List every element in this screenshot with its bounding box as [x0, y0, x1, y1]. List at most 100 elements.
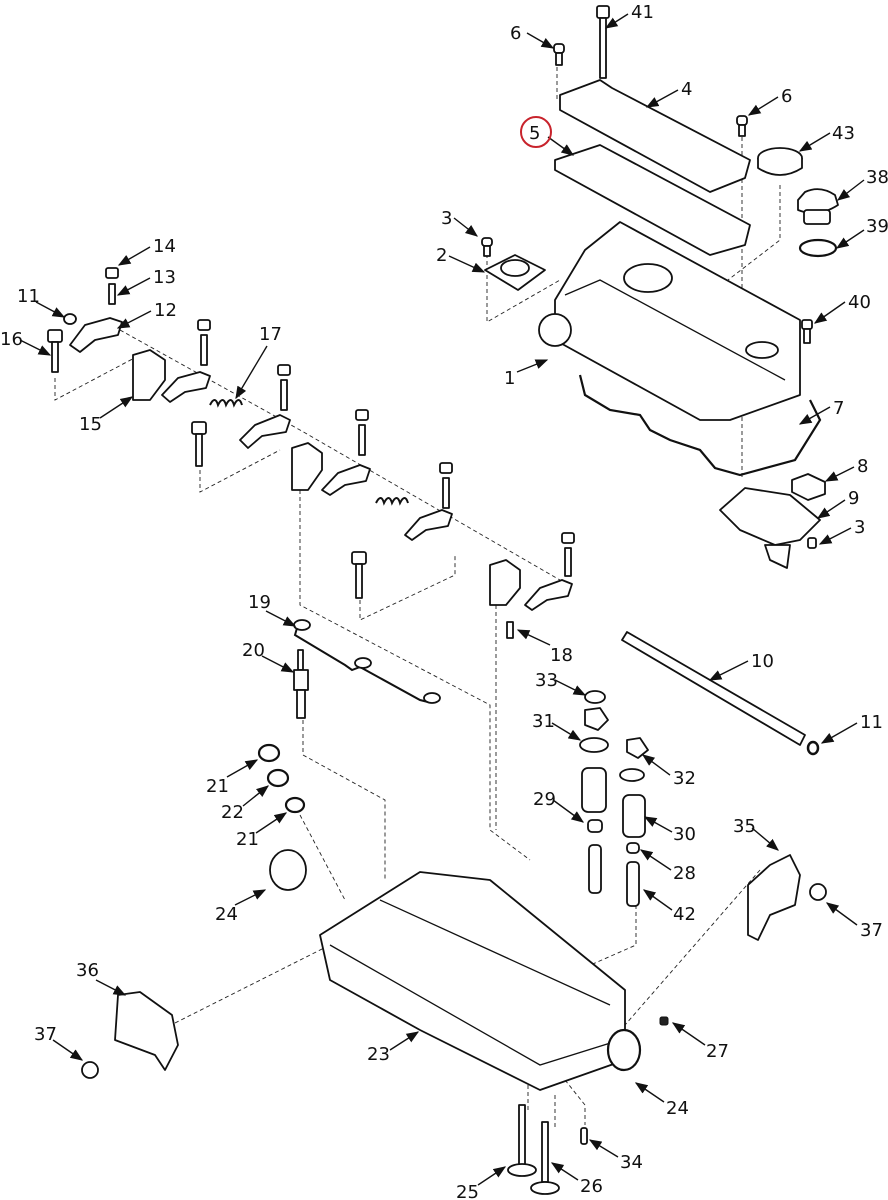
callout-21[interactable]: 21	[206, 776, 229, 797]
leader-c24a	[234, 889, 267, 906]
callout-3[interactable]: 3	[441, 208, 452, 229]
screw-6-right	[736, 115, 748, 137]
callout-11[interactable]: 11	[17, 286, 40, 307]
callout-22[interactable]: 22	[221, 802, 244, 823]
leader-lines	[19, 13, 865, 1186]
o-ring-39	[798, 238, 838, 258]
callout-27[interactable]: 27	[706, 1041, 729, 1062]
valve-cover-parts	[481, 5, 839, 569]
callout-17[interactable]: 17	[259, 324, 282, 345]
leader-c19	[265, 610, 297, 627]
callout-9[interactable]: 9	[848, 488, 859, 509]
callout-3[interactable]: 3	[854, 517, 865, 538]
callout-40[interactable]: 40	[848, 292, 871, 313]
callout-34[interactable]: 34	[620, 1152, 643, 1173]
cap-43	[757, 147, 803, 176]
breather-2	[484, 254, 546, 291]
leader-c43	[798, 132, 831, 152]
bolt-41	[596, 5, 610, 79]
leader-c2	[448, 255, 486, 273]
pad-8	[791, 473, 826, 501]
callout-25[interactable]: 25	[456, 1182, 479, 1200]
leader-c8	[824, 466, 855, 482]
callout-26[interactable]: 26	[580, 1176, 603, 1197]
callout-23[interactable]: 23	[367, 1044, 390, 1065]
leader-c23	[389, 1031, 420, 1051]
callout-24[interactable]: 24	[666, 1098, 689, 1119]
leader-c9	[816, 499, 846, 519]
callout-7[interactable]: 7	[833, 398, 844, 419]
cover-plate-4	[559, 79, 751, 193]
leader-c20	[261, 655, 295, 673]
callout-28[interactable]: 28	[673, 863, 696, 884]
callout-14[interactable]: 14	[153, 236, 176, 257]
callout-13[interactable]: 13	[153, 267, 176, 288]
callout-37[interactable]: 37	[34, 1024, 57, 1045]
callout-42[interactable]: 42	[673, 904, 696, 925]
callout-12[interactable]: 12	[154, 300, 177, 321]
leader-c39	[835, 229, 865, 249]
leader-c35	[751, 827, 779, 851]
callout-10[interactable]: 10	[751, 651, 774, 672]
callout-36[interactable]: 36	[76, 960, 99, 981]
callout-11[interactable]: 11	[860, 712, 883, 733]
screw-6-left	[553, 43, 565, 66]
leader-c13	[116, 277, 151, 296]
leader-c12	[116, 310, 152, 329]
callout-32[interactable]: 32	[673, 768, 696, 789]
leader-c30	[643, 816, 673, 833]
callout-29[interactable]: 29	[533, 789, 556, 810]
leader-c36	[95, 979, 127, 996]
callout-18[interactable]: 18	[550, 645, 573, 666]
leader-c40	[813, 301, 846, 324]
callout-1[interactable]: 1	[504, 368, 515, 389]
leader-c24b	[634, 1082, 665, 1103]
callout-6[interactable]: 6	[781, 86, 792, 107]
callout-24[interactable]: 24	[215, 904, 238, 925]
rocker-assembly-parts	[47, 267, 575, 639]
leader-c41	[604, 13, 629, 29]
leader-c26	[550, 1162, 579, 1181]
screw-3-top	[481, 237, 493, 257]
leader-c28	[639, 849, 672, 871]
callout-35[interactable]: 35	[733, 816, 756, 837]
leader-c7	[798, 406, 831, 425]
leader-c21b	[255, 812, 288, 834]
leader-c17	[235, 345, 268, 400]
callout-41[interactable]: 41	[631, 2, 654, 23]
lower-parts	[81, 619, 827, 1195]
callout-31[interactable]: 31	[532, 711, 555, 732]
gasket-7	[578, 374, 822, 477]
callout-33[interactable]: 33	[535, 670, 558, 691]
callout-4[interactable]: 4	[681, 79, 692, 100]
leader-c3a	[453, 217, 478, 237]
oil-cap-38	[797, 188, 839, 225]
callout-37[interactable]: 37	[860, 920, 883, 941]
callout-20[interactable]: 20	[242, 640, 265, 661]
leader-c31	[551, 722, 582, 741]
callout-39[interactable]: 39	[866, 216, 888, 237]
leader-c11b	[820, 722, 858, 744]
leader-c16	[19, 339, 52, 356]
leader-c6b	[747, 96, 779, 116]
callout-2[interactable]: 2	[436, 245, 447, 266]
callout-43[interactable]: 43	[832, 123, 855, 144]
valve-cover-1	[538, 221, 801, 421]
leader-c37a	[825, 902, 858, 926]
callout-30[interactable]: 30	[673, 824, 696, 845]
callout-21[interactable]: 21	[236, 829, 259, 850]
bolt-40	[801, 319, 813, 344]
callout-38[interactable]: 38	[866, 167, 888, 188]
leader-c1	[516, 359, 549, 373]
callout-8[interactable]: 8	[857, 456, 868, 477]
callout-6[interactable]: 6	[510, 23, 521, 44]
callout-19[interactable]: 19	[248, 592, 271, 613]
leader-c6a	[526, 32, 555, 49]
leader-c29	[552, 799, 585, 823]
leader-c21a	[226, 759, 259, 778]
screw-3-bottom	[807, 537, 817, 549]
callout-15[interactable]: 15	[79, 414, 102, 435]
callout-16[interactable]: 16	[0, 329, 23, 350]
callout-5[interactable]: 5	[529, 123, 540, 144]
